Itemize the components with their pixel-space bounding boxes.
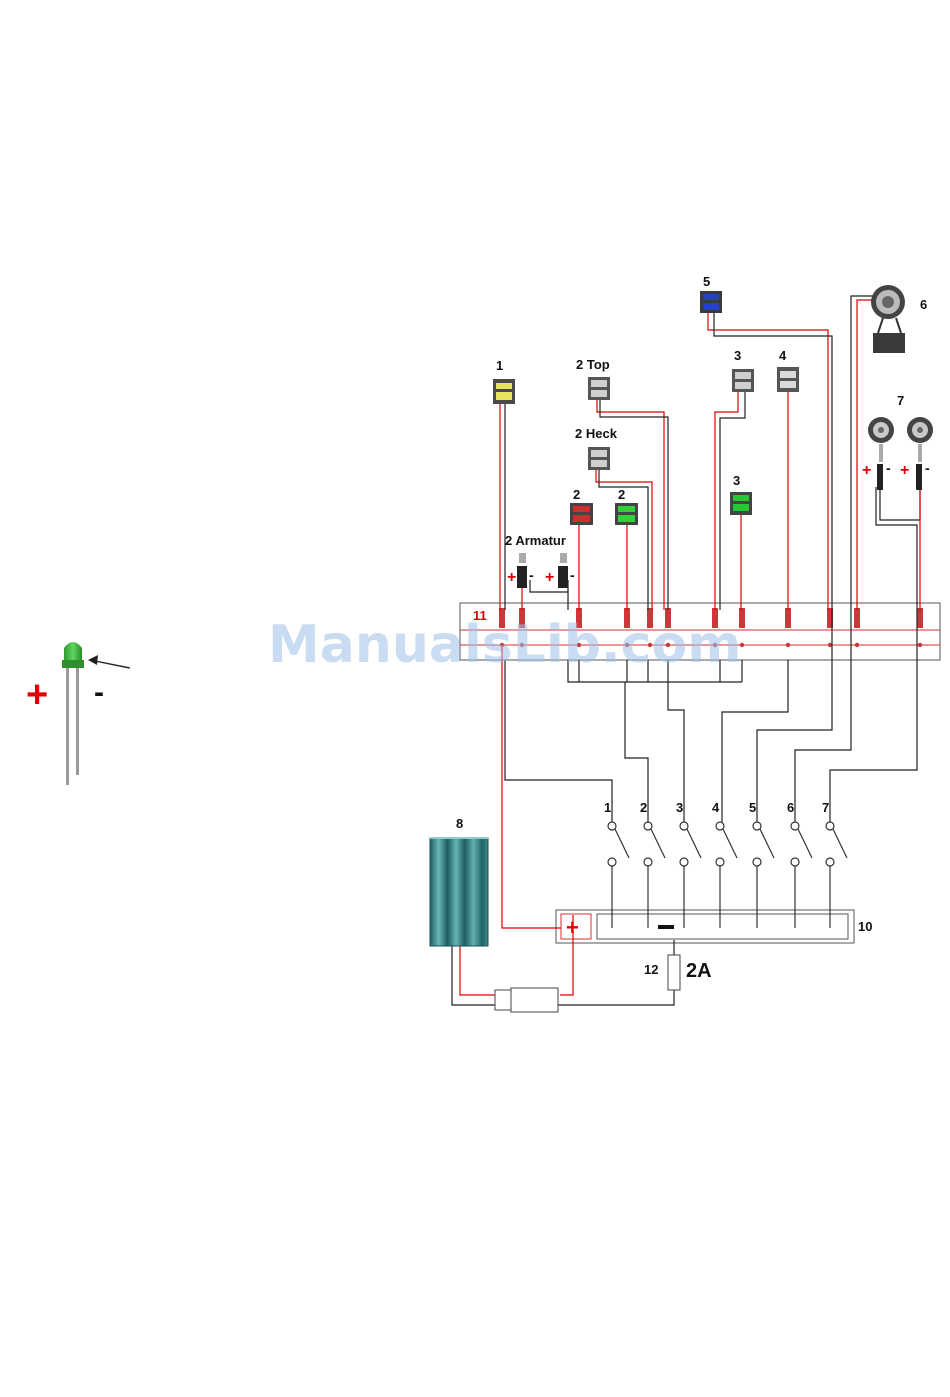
toggle-switch-4 (716, 822, 737, 866)
fuse-rating: 2A (686, 960, 712, 982)
switch-label-2: 2 (640, 800, 647, 815)
lamp-3-top (732, 369, 754, 392)
terminal-clamp (785, 608, 791, 647)
switch-panel-10 (556, 910, 854, 943)
switch-label-6: 6 (787, 800, 794, 815)
switch-label-5: 5 (749, 800, 756, 815)
lamp-2-green (615, 503, 638, 525)
label-8: 8 (456, 816, 463, 831)
switch-label-3: 3 (676, 800, 683, 815)
label-5: 5 (703, 274, 710, 289)
lamp-5-blue (700, 291, 722, 313)
toggle-switch-3 (680, 822, 701, 866)
terminal-clamp (917, 608, 923, 647)
label-1: 1 (496, 358, 503, 373)
led-illustration: + - (26, 642, 130, 785)
label-6: 6 (920, 297, 927, 312)
lamp-4 (777, 367, 799, 392)
minus-sign-armatur-2: - (570, 567, 575, 583)
fuse-12 (668, 955, 680, 990)
minus-sign-armatur-1: - (529, 567, 534, 583)
toggle-switch-5 (753, 822, 774, 866)
label-2-armatur: 2 Armatur (505, 533, 566, 548)
battery-pack-8 (430, 838, 488, 946)
lamp-2-red (570, 503, 593, 525)
label-7: 7 (897, 393, 904, 408)
terminal-clamp (854, 608, 860, 647)
minus-sign-lamp-7a: - (886, 460, 891, 476)
toggle-switch-1 (608, 822, 629, 866)
plus-sign-armatur-2: + (545, 569, 554, 586)
label-3-green: 3 (733, 473, 740, 488)
minus-sign-lamp-7b: - (925, 460, 930, 476)
label-10: 10 (858, 919, 872, 934)
label-2-heck: 2 Heck (575, 426, 618, 441)
switch-label-1: 1 (604, 800, 611, 815)
label-4: 4 (779, 348, 787, 363)
label-3-top: 3 (734, 348, 741, 363)
watermark: ManualsLib.com (268, 615, 741, 675)
label-12: 12 (644, 962, 658, 977)
label-2-top: 2 Top (576, 357, 610, 372)
switch-label-4: 4 (712, 800, 720, 815)
plus-sign-armatur-1: + (507, 569, 516, 586)
toggle-switch-6 (791, 822, 812, 866)
plus-sign-panel: + (566, 915, 579, 940)
switch-label-7: 7 (822, 800, 829, 815)
lamp-3-green (730, 492, 752, 515)
led-plus-sign: + (26, 674, 48, 716)
toggle-switch-2 (644, 822, 665, 866)
label-2-red: 2 (573, 487, 580, 502)
switch-bottom-contacts (612, 866, 830, 928)
plus-sign-lamp-7b: + (900, 462, 909, 479)
connector-plug (495, 988, 558, 1012)
lamps-7 (868, 417, 933, 490)
lamp-2-heck (588, 447, 610, 470)
armatur-leds (517, 553, 568, 588)
searchlight-6-icon (871, 285, 905, 353)
lamp-1-yellow (493, 379, 515, 404)
led-minus-sign: - (94, 676, 104, 709)
plus-sign-lamp-7a: + (862, 462, 871, 479)
label-2-green: 2 (618, 487, 625, 502)
lamp-2-top (588, 377, 610, 400)
toggle-switch-7 (826, 822, 847, 866)
toggle-switches (608, 822, 847, 866)
